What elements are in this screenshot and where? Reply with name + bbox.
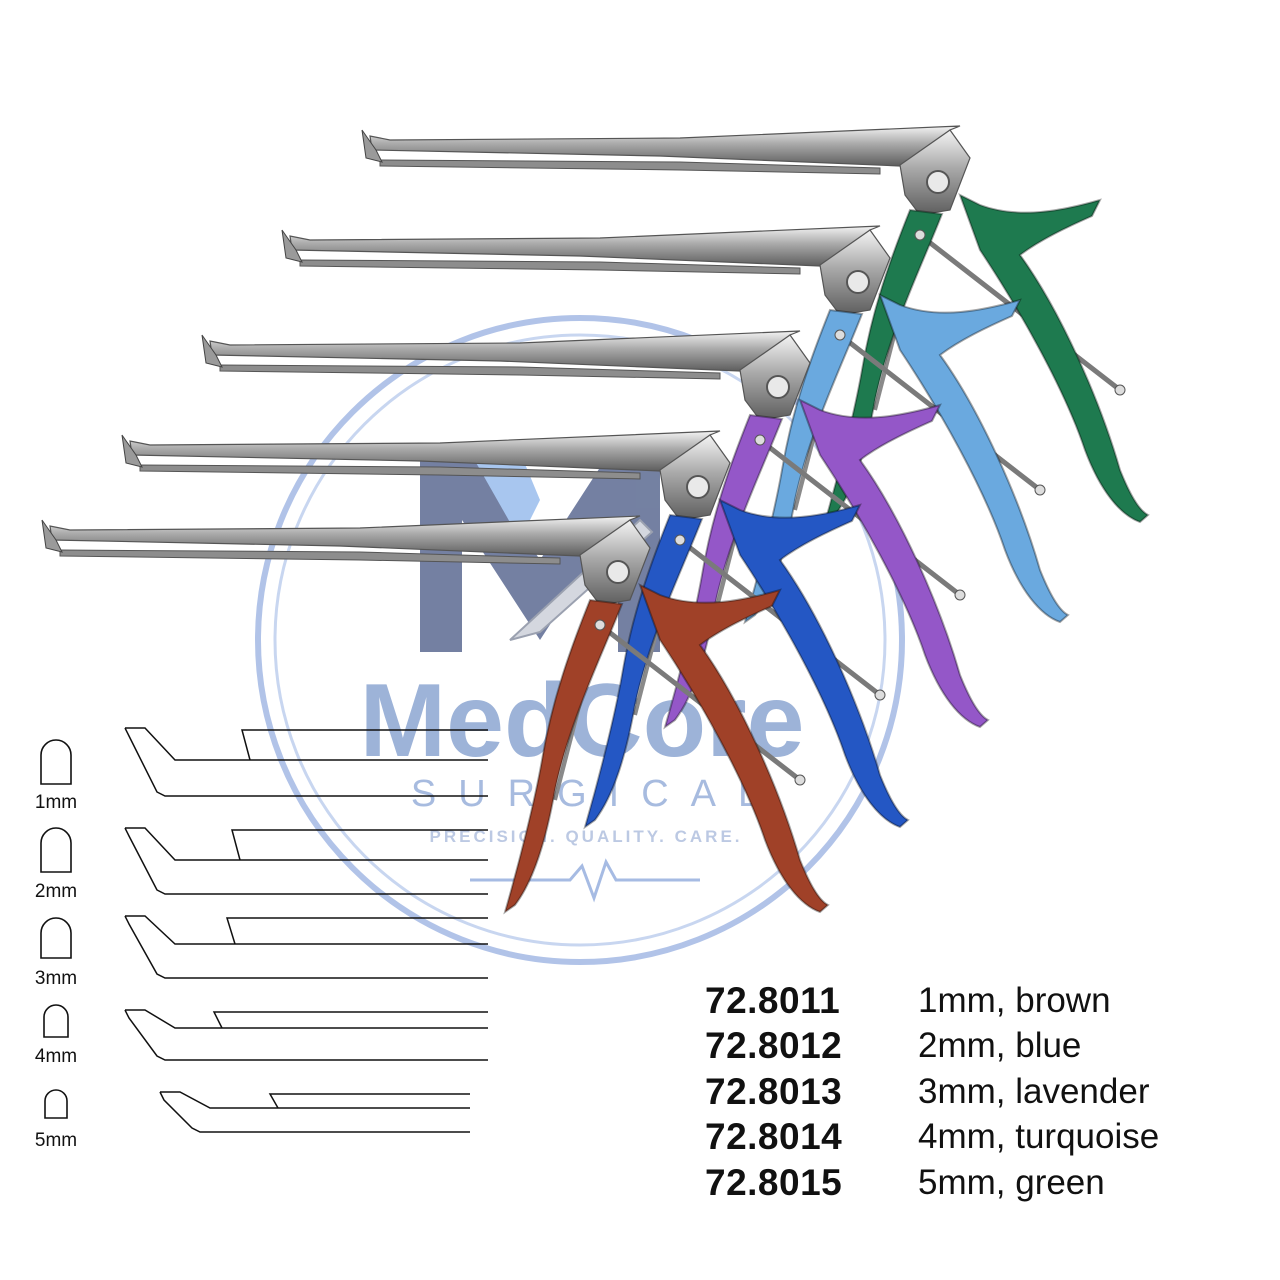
cross-section-icon (44, 1089, 68, 1119)
watermark-ring-inner (273, 333, 887, 947)
shaft-lower (299, 259, 801, 275)
spring-rivet (874, 689, 886, 701)
jaw-outline (125, 827, 488, 861)
tip-profile-2 (40, 827, 488, 895)
shaft-outline (124, 827, 488, 895)
pivot-screw (606, 560, 630, 584)
tip-label-1: 1mm (34, 792, 78, 813)
rear-handle (798, 397, 990, 729)
spring-rivet (1034, 484, 1046, 496)
shaft-lower (139, 464, 641, 480)
rear-handle (878, 292, 1070, 624)
cross-section-icon (40, 739, 72, 785)
pivot-screw (926, 170, 950, 194)
catalog-code: 72.8012 (705, 1025, 843, 1067)
catalog-code: 72.8014 (705, 1116, 843, 1158)
shaft-outline (159, 1091, 470, 1133)
shaft (289, 225, 881, 267)
watermark-tagline: PRECISION. QUALITY. CARE. (429, 827, 742, 846)
tip-profile-1 (40, 727, 488, 797)
pivot-screw (846, 270, 870, 294)
rongeur-set (41, 125, 1150, 915)
catalog-row: 72.8013 3mm, lavender (705, 1069, 1265, 1115)
slider-outline (231, 829, 488, 861)
cross-section-icon (40, 917, 72, 959)
shaft (209, 330, 801, 372)
catalog-desc: 3mm, lavender (918, 1071, 1150, 1111)
catalog-code: 72.8013 (705, 1070, 843, 1112)
tip-label-2: 2mm (34, 881, 78, 902)
tip-label-4: 4mm (34, 1046, 78, 1067)
spring-rivet (674, 534, 686, 546)
jaw-outline (160, 1091, 470, 1109)
tip-profile-3 (40, 915, 488, 979)
slider-outline (241, 729, 488, 761)
spring-rivet (794, 774, 806, 786)
spring-rivet (834, 329, 846, 341)
watermark-ring-outer (255, 315, 905, 965)
jaw-outline (125, 915, 488, 945)
spring-rivet (754, 434, 766, 446)
cross-section-icon (40, 827, 72, 873)
shaft-lower (379, 159, 881, 175)
slider-outline (225, 917, 488, 945)
tip (361, 129, 383, 163)
catalog-desc: 5mm, green (918, 1162, 1105, 1202)
rongeur-brown (41, 515, 830, 915)
tip-label-3: 3mm (34, 968, 78, 989)
catalog-row: 72.8012 2mm, blue (705, 1024, 1265, 1070)
catalog-row: 72.8011 1mm, brown (705, 978, 1265, 1024)
slider-outline (212, 1011, 488, 1029)
shaft-outline (124, 1009, 488, 1061)
catalog-desc: 1mm, brown (918, 980, 1111, 1020)
jaw-outline (125, 727, 488, 761)
tip-profiles (40, 727, 488, 1133)
catalog-row: 72.8015 5mm, green (705, 1160, 1265, 1206)
pivot-screw (766, 375, 790, 399)
pivot-screw (686, 475, 710, 499)
watermark-sub: SURGICAL (411, 773, 781, 815)
shaft (49, 515, 641, 557)
slider-outline (268, 1093, 470, 1109)
spring-rivet (594, 619, 606, 631)
catalog-desc: 2mm, blue (918, 1026, 1082, 1066)
tip-profile-5 (44, 1089, 470, 1133)
tip-profile-4 (43, 1004, 488, 1061)
catalog-row: 72.8014 4mm, turquoise (705, 1115, 1265, 1161)
cross-section-icon (43, 1004, 69, 1038)
jaw-outline (125, 1009, 488, 1029)
shaft (369, 125, 961, 167)
spring-rivet (1114, 384, 1126, 396)
shaft-lower (219, 364, 721, 380)
rear-handle (718, 497, 910, 829)
tip-label-5: 5mm (34, 1130, 78, 1151)
tip (41, 519, 63, 553)
shaft-lower (59, 549, 561, 565)
catalog-code: 72.8011 (705, 979, 841, 1021)
shaft-outline (124, 727, 488, 797)
spring-rivet (954, 589, 966, 601)
catalog-code: 72.8015 (705, 1161, 843, 1203)
front-handle (503, 598, 624, 915)
shaft-outline (124, 915, 488, 979)
catalog-table: 72.8011 1mm, brown 72.8012 2mm, blue 72.… (705, 978, 1265, 1206)
tip (121, 434, 143, 468)
rear-handle (958, 192, 1150, 524)
tip (281, 229, 303, 263)
spring-rivet (914, 229, 926, 241)
rear-handle (638, 582, 830, 914)
heartbeat-line (470, 858, 700, 903)
tip (201, 334, 223, 368)
rongeur-blue (121, 430, 910, 830)
catalog-desc: 4mm, turquoise (918, 1117, 1160, 1157)
